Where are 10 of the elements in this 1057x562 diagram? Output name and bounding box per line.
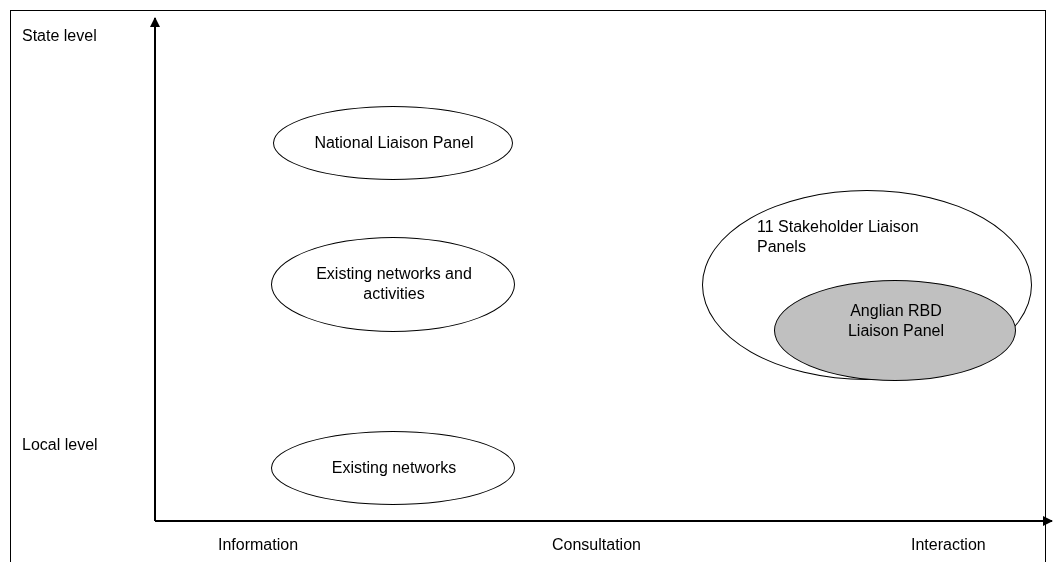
axis-label: Information xyxy=(218,536,299,554)
node-label: Existing networks and activities xyxy=(315,264,473,304)
axis-label: Consultation xyxy=(552,536,641,554)
node-label: National Liaison Panel xyxy=(313,133,475,153)
axis-label: Local level xyxy=(22,436,98,454)
node-label: Anglian RBD Liaison Panel xyxy=(846,301,946,341)
axis-label: State level xyxy=(22,27,97,45)
axis-label: Interaction xyxy=(911,536,986,554)
node-label: Existing networks xyxy=(330,458,458,478)
node-label: 11 Stakeholder Liaison Panels xyxy=(757,217,920,257)
